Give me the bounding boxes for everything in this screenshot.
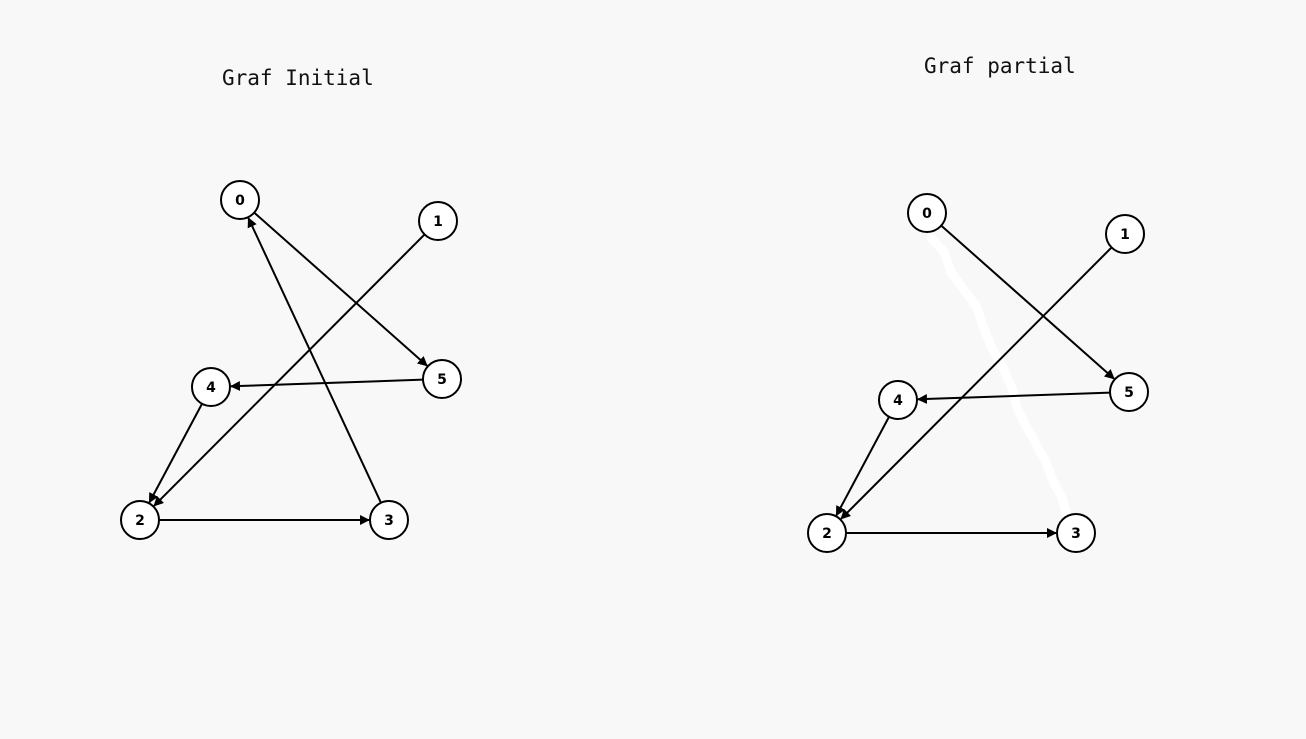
edge-partial-4-2 [835, 416, 890, 517]
node-label-partial-1: 1 [1120, 227, 1130, 243]
node-initial-5 [422, 359, 462, 399]
node-label-partial-3: 3 [1071, 526, 1081, 542]
node-partial-0 [907, 193, 947, 233]
edge-partial-1-2 [840, 246, 1113, 520]
node-partial-5 [1109, 372, 1149, 412]
node-partial-3 [1056, 513, 1096, 553]
node-label-initial-1: 1 [433, 214, 443, 230]
graph-initial: 0 1 2 3 4 5 [120, 180, 462, 540]
edge-partial-0-5 [940, 224, 1115, 380]
graph-title-partial: Graf partial [924, 54, 1076, 78]
node-partial-4 [878, 380, 918, 420]
node-initial-4 [191, 367, 231, 407]
edge-initial-0-5 [253, 211, 428, 367]
node-label-partial-0: 0 [922, 206, 932, 222]
node-partial-1 [1105, 214, 1145, 254]
node-partial-2 [807, 513, 847, 553]
node-initial-3 [369, 500, 409, 540]
edge-initial-1-2 [153, 233, 426, 507]
node-label-initial-4: 4 [206, 380, 216, 396]
edge-partial-5-4 [916, 391, 1111, 404]
node-label-initial-5: 5 [437, 372, 447, 388]
eraser-mark [926, 233, 1071, 517]
node-initial-1 [418, 201, 458, 241]
edge-initial-3-0 [247, 217, 382, 504]
node-initial-0 [220, 180, 260, 220]
edge-initial-4-2 [148, 403, 203, 504]
edge-initial-5-4 [229, 378, 424, 391]
node-label-initial-0: 0 [235, 193, 245, 209]
node-label-initial-3: 3 [384, 513, 394, 529]
node-label-partial-4: 4 [893, 393, 903, 409]
node-label-partial-2: 2 [822, 526, 832, 542]
node-label-initial-2: 2 [135, 513, 145, 529]
node-initial-2 [120, 500, 160, 540]
node-label-partial-5: 5 [1124, 385, 1134, 401]
graph-partial: 0 1 2 3 4 5 [807, 193, 1149, 553]
graph-title-initial: Graf Initial [222, 66, 374, 90]
